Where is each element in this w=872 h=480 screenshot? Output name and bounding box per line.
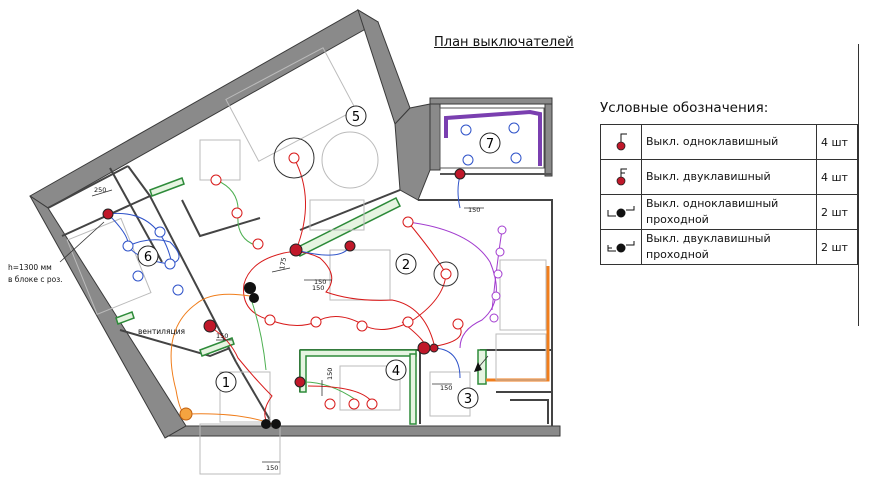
dim-label: 175 [278, 257, 288, 271]
dim-label: 150 [468, 206, 480, 214]
dim-label: 150 [312, 284, 324, 292]
single-key-switch-icon [616, 133, 627, 150]
legend-label: Выкл. одноклавишный проходной [641, 194, 817, 230]
legend-row: Выкл. одноклавишный проходной 2 шт [600, 194, 858, 230]
legend-row: Выкл. двуклавишный проходной 2 шт [600, 229, 858, 265]
dim-label: 150 [266, 464, 278, 472]
legend-title: Условные обозначения: [600, 100, 769, 116]
balcony [439, 107, 552, 175]
green-wall-segments [115, 177, 487, 425]
dimension-lines [59, 189, 489, 463]
legend-symbol-cell [600, 124, 642, 160]
room-label: 7 [486, 137, 494, 152]
legend-row: Выкл. двуклавишный 4 шт [600, 159, 858, 195]
legend-symbol-cell [600, 194, 642, 230]
legend-count: 2 шт [816, 194, 858, 230]
dim-label: 250 [94, 186, 106, 194]
room-label: 6 [144, 250, 152, 265]
page-title: План выключателей [434, 35, 574, 50]
legend-label: Выкл. одноклавишный [641, 124, 817, 160]
height-note: h=1300 мм [8, 263, 52, 272]
legend-label: Выкл. двуклавишный [641, 159, 817, 195]
dim-label: 150 [314, 278, 326, 286]
legend-symbol-cell [600, 159, 642, 195]
outer-walls [29, 8, 561, 439]
legend-symbol-cell [600, 229, 642, 265]
dim-label: 150 [216, 332, 228, 340]
double-key-pass-switch-icon [607, 240, 635, 252]
switches [102, 168, 466, 429]
dim-label: 150 [326, 368, 334, 380]
legend-count: 4 шт [816, 159, 858, 195]
legend-label: Выкл. двуклавишный проходной [641, 229, 817, 265]
height-note-sub: в блоке с роз. [8, 275, 63, 284]
room-markers: 5 7 6 2 1 4 3 [137, 105, 501, 409]
room-label: 5 [352, 110, 360, 125]
room-label: 3 [464, 392, 472, 407]
legend-table: Выкл. одноклавишный 4 шт Выкл. двуклавиш… [600, 124, 858, 265]
double-key-switch-icon [616, 168, 627, 185]
interior-walls [47, 165, 553, 426]
room-label: 2 [402, 258, 410, 273]
room-label: 1 [222, 376, 230, 391]
legend-count: 4 шт [816, 124, 858, 160]
legend-count: 2 шт [816, 229, 858, 265]
dim-label: 150 [440, 384, 452, 392]
room-label: 4 [392, 364, 400, 379]
single-key-pass-switch-icon [607, 205, 635, 217]
arrow-icon [474, 362, 482, 372]
frame-line [858, 44, 859, 326]
legend-row: Выкл. одноклавишный 4 шт [600, 124, 858, 160]
plan-annotations: h=1300 мм в блоке с роз. вентиляция 250 … [8, 186, 480, 472]
ventilation-label: вентиляция [138, 327, 185, 336]
light-fixtures [122, 122, 522, 410]
